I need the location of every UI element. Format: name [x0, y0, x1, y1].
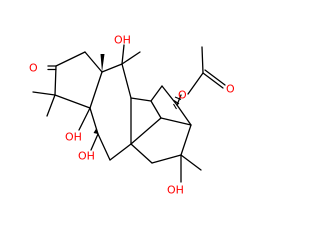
- double-bond: [202, 72, 224, 89]
- bond: [180, 124, 192, 156]
- bond: [176, 104, 192, 126]
- bond: [78, 107, 91, 131]
- bond: [130, 97, 152, 102]
- bond: [150, 85, 163, 102]
- bond: [84, 51, 103, 73]
- bonds: [32, 44, 226, 183]
- lower-hydroxyl-label: OH: [78, 150, 95, 163]
- hashed-bond: [173, 96, 182, 110]
- methyl-bond: [201, 46, 204, 74]
- bond: [90, 133, 99, 151]
- bond: [160, 117, 192, 126]
- ketone-oxygen-label: O: [29, 62, 38, 75]
- molecule-structure: O OH O O OH OH OH: [29, 34, 235, 197]
- acetyl-oxygen-label: O: [226, 83, 235, 96]
- wedge-bond: [93, 128, 98, 134]
- bond: [121, 44, 125, 65]
- methyl-bond: [180, 154, 202, 171]
- bond: [161, 85, 178, 106]
- atom-labels: O OH O O OH OH OH: [29, 34, 235, 197]
- right-hydroxyl-label: OH: [167, 184, 184, 197]
- bond: [55, 51, 86, 67]
- bond: [101, 63, 123, 73]
- mid-hydroxyl-label: OH: [65, 131, 82, 144]
- bond: [130, 143, 153, 164]
- bond: [151, 154, 182, 164]
- bond: [89, 71, 103, 109]
- bond: [121, 63, 132, 99]
- bond: [150, 100, 162, 119]
- methyl-bond: [32, 91, 56, 96]
- stereo-bonds: [93, 54, 182, 134]
- bond: [97, 133, 111, 161]
- bond: [130, 117, 162, 145]
- top-hydroxyl-label: OH: [114, 34, 131, 47]
- bond: [187, 72, 204, 95]
- bond: [54, 65, 57, 96]
- bond: [54, 94, 91, 109]
- methyl-bond: [121, 51, 141, 65]
- double-bond: [204, 69, 226, 86]
- wedge-bond: [100, 54, 105, 72]
- ester-oxygen-label: O: [178, 89, 187, 102]
- methyl-bond: [46, 94, 56, 117]
- bond: [109, 143, 132, 161]
